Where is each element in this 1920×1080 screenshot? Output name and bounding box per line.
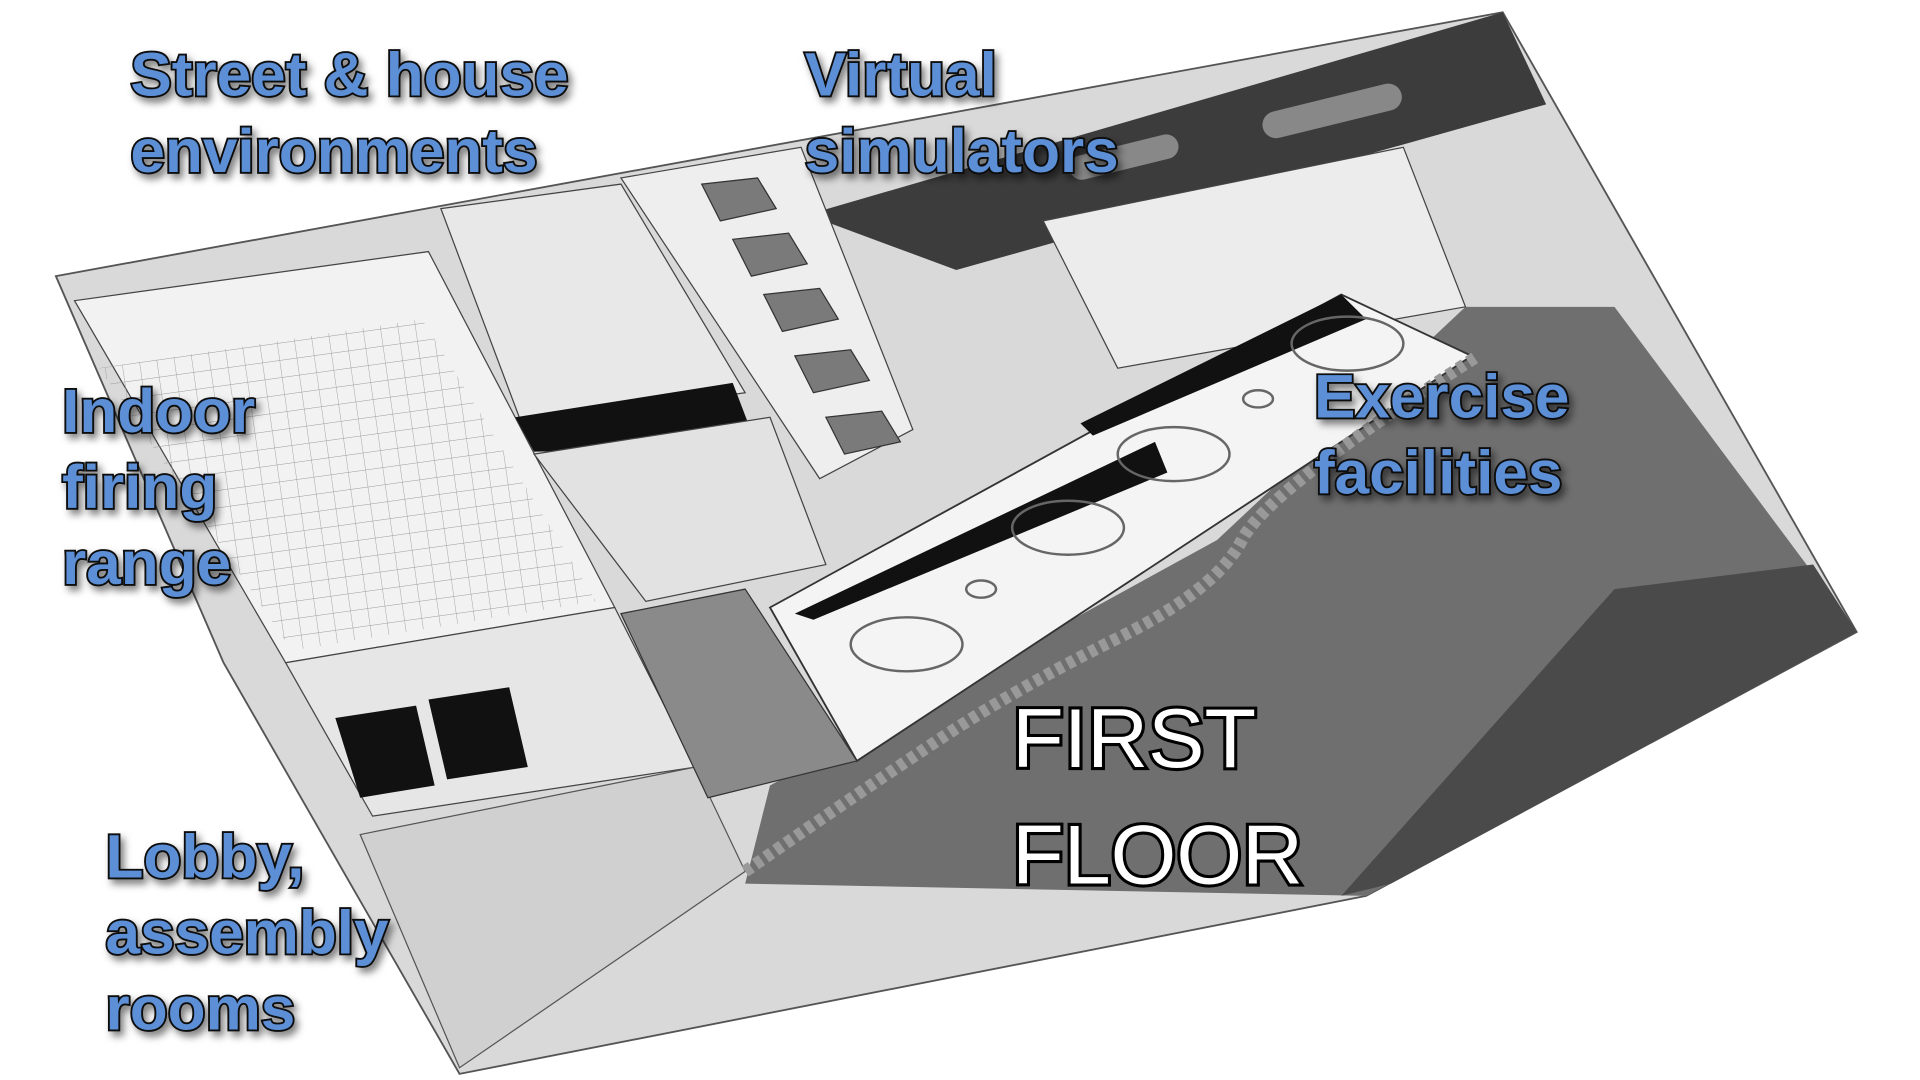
street-house-environment — [440, 183, 747, 425]
firing-range-grid — [99, 319, 597, 651]
court-markings — [849, 315, 1405, 673]
simulator-pods — [700, 177, 902, 455]
assembly-seating — [335, 687, 528, 798]
virtual-simulators-block — [619, 146, 914, 480]
parking-strip — [1341, 564, 1857, 896]
road-median — [1069, 134, 1179, 180]
building — [73, 146, 1482, 1069]
gym-black-band — [794, 441, 1168, 620]
gym-black-band — [1080, 294, 1367, 436]
landscaping-edge — [741, 350, 1482, 877]
admin-block — [532, 416, 827, 603]
road-median — [1262, 83, 1402, 139]
entry-court — [620, 588, 858, 799]
